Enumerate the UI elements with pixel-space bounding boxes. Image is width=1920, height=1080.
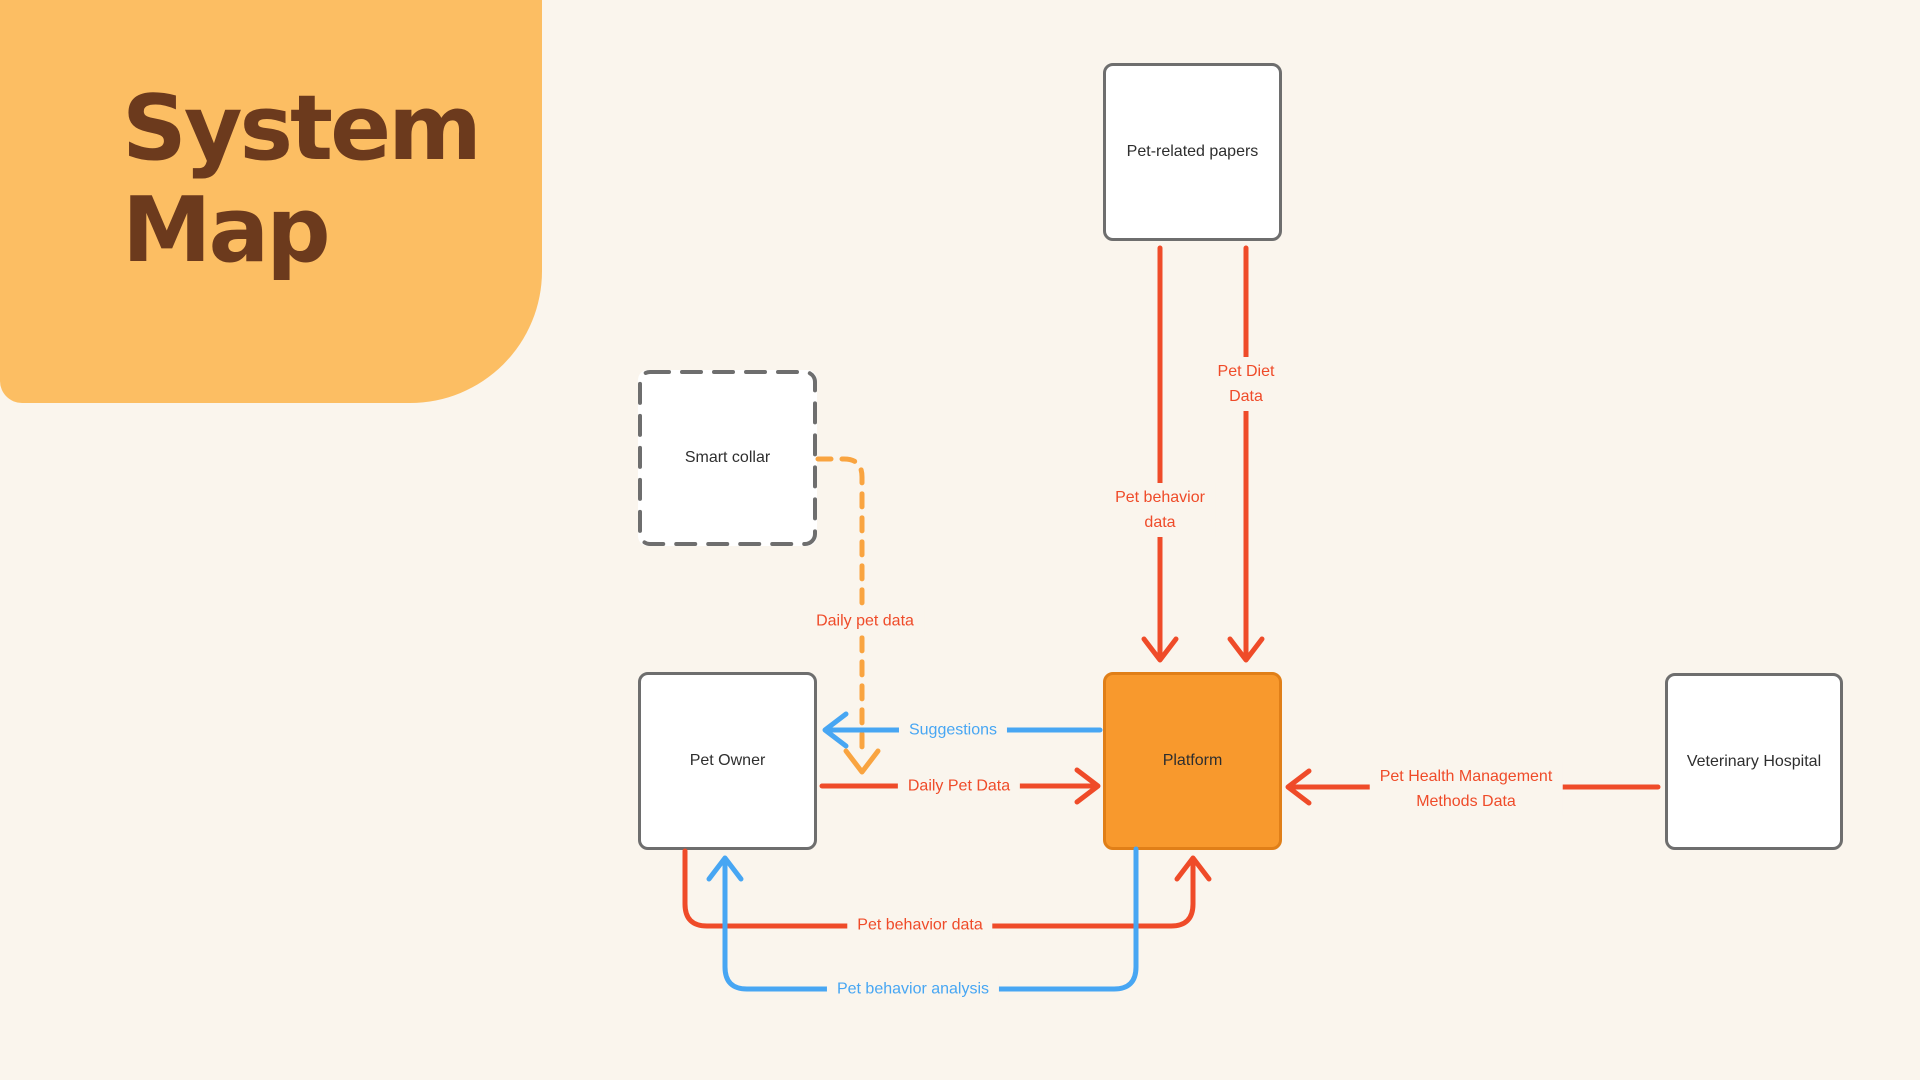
edge-label-suggestions[interactable]: Suggestions [898, 715, 1008, 745]
arrowhead-up-icon [1174, 855, 1212, 882]
node-veterinary-hospital[interactable]: Veterinary Hospital [1665, 673, 1843, 850]
node-pet-related-papers[interactable]: Pet-related papers [1103, 63, 1282, 241]
arrowhead-down-icon [1227, 636, 1265, 663]
edge-label-pet-behavior-analysis[interactable]: Pet behavior analysis [826, 974, 1000, 1004]
arrowhead-down-icon [1141, 636, 1179, 663]
arrowhead-left-icon [822, 711, 849, 749]
arrowhead-up-icon [706, 855, 744, 882]
node-label-pet-related-papers: Pet-related papers [1126, 143, 1259, 160]
node-pet-owner[interactable]: Pet Owner [638, 672, 817, 850]
node-label-smart-collar: Smart collar [684, 449, 771, 466]
node-smart-collar[interactable]: Smart collar [638, 370, 817, 546]
node-platform[interactable]: Platform [1103, 672, 1282, 850]
node-label-pet-owner: Pet Owner [689, 752, 766, 769]
edge-label-pet-health-management[interactable]: Pet Health Management Methods Data [1369, 762, 1563, 816]
arrowhead-left-icon [1285, 768, 1312, 806]
page-title: System Map [122, 76, 482, 283]
edge-pet-behavior-data-top[interactable] [1141, 245, 1179, 663]
edge-label-pet-behavior-data-bottom[interactable]: Pet behavior data [847, 910, 993, 940]
node-label-veterinary-hospital: Veterinary Hospital [1686, 752, 1822, 770]
edge-label-daily-pet-data-collar[interactable]: Daily pet data [806, 606, 924, 636]
edge-label-pet-behavior-data-top[interactable]: Pet behavior data [1105, 483, 1215, 537]
edge-label-daily-pet-data[interactable]: Daily Pet Data [897, 771, 1021, 801]
edge-label-pet-diet-data[interactable]: Pet Diet Data [1207, 357, 1285, 411]
arrowhead-down-icon [843, 748, 881, 775]
edge-pet-diet-data[interactable] [1227, 245, 1265, 663]
title-panel: System Map [0, 0, 542, 403]
arrowhead-right-icon [1074, 767, 1101, 805]
node-label-platform: Platform [1162, 752, 1223, 769]
